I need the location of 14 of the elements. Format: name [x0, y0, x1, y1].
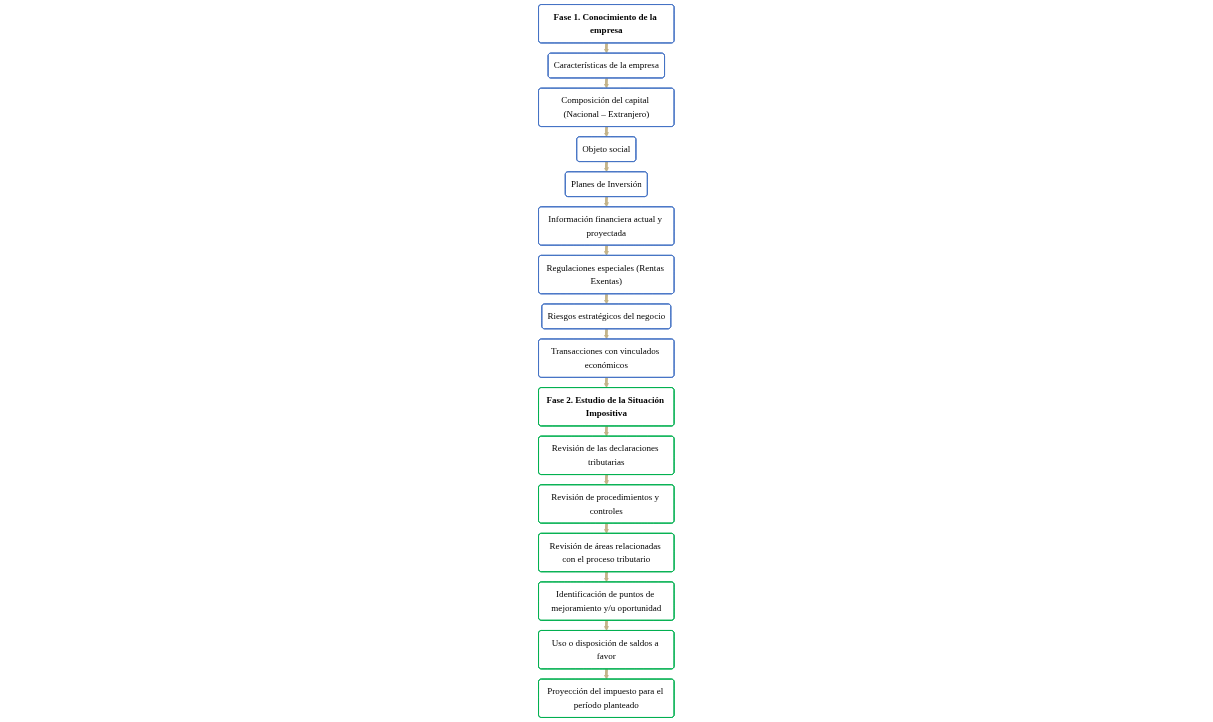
arrow: [604, 77, 610, 89]
arrow: [604, 425, 610, 437]
arrow: [604, 474, 610, 486]
arrow: [604, 377, 610, 389]
arrow: [604, 620, 610, 631]
arrow: [604, 196, 610, 208]
arrow: [604, 161, 610, 173]
arrow: [604, 293, 610, 305]
arrow: [604, 328, 610, 340]
arrow: [604, 42, 610, 54]
arrow: [604, 571, 610, 583]
arrow: [604, 668, 610, 680]
arrow: [604, 522, 610, 534]
arrow: [604, 126, 610, 138]
